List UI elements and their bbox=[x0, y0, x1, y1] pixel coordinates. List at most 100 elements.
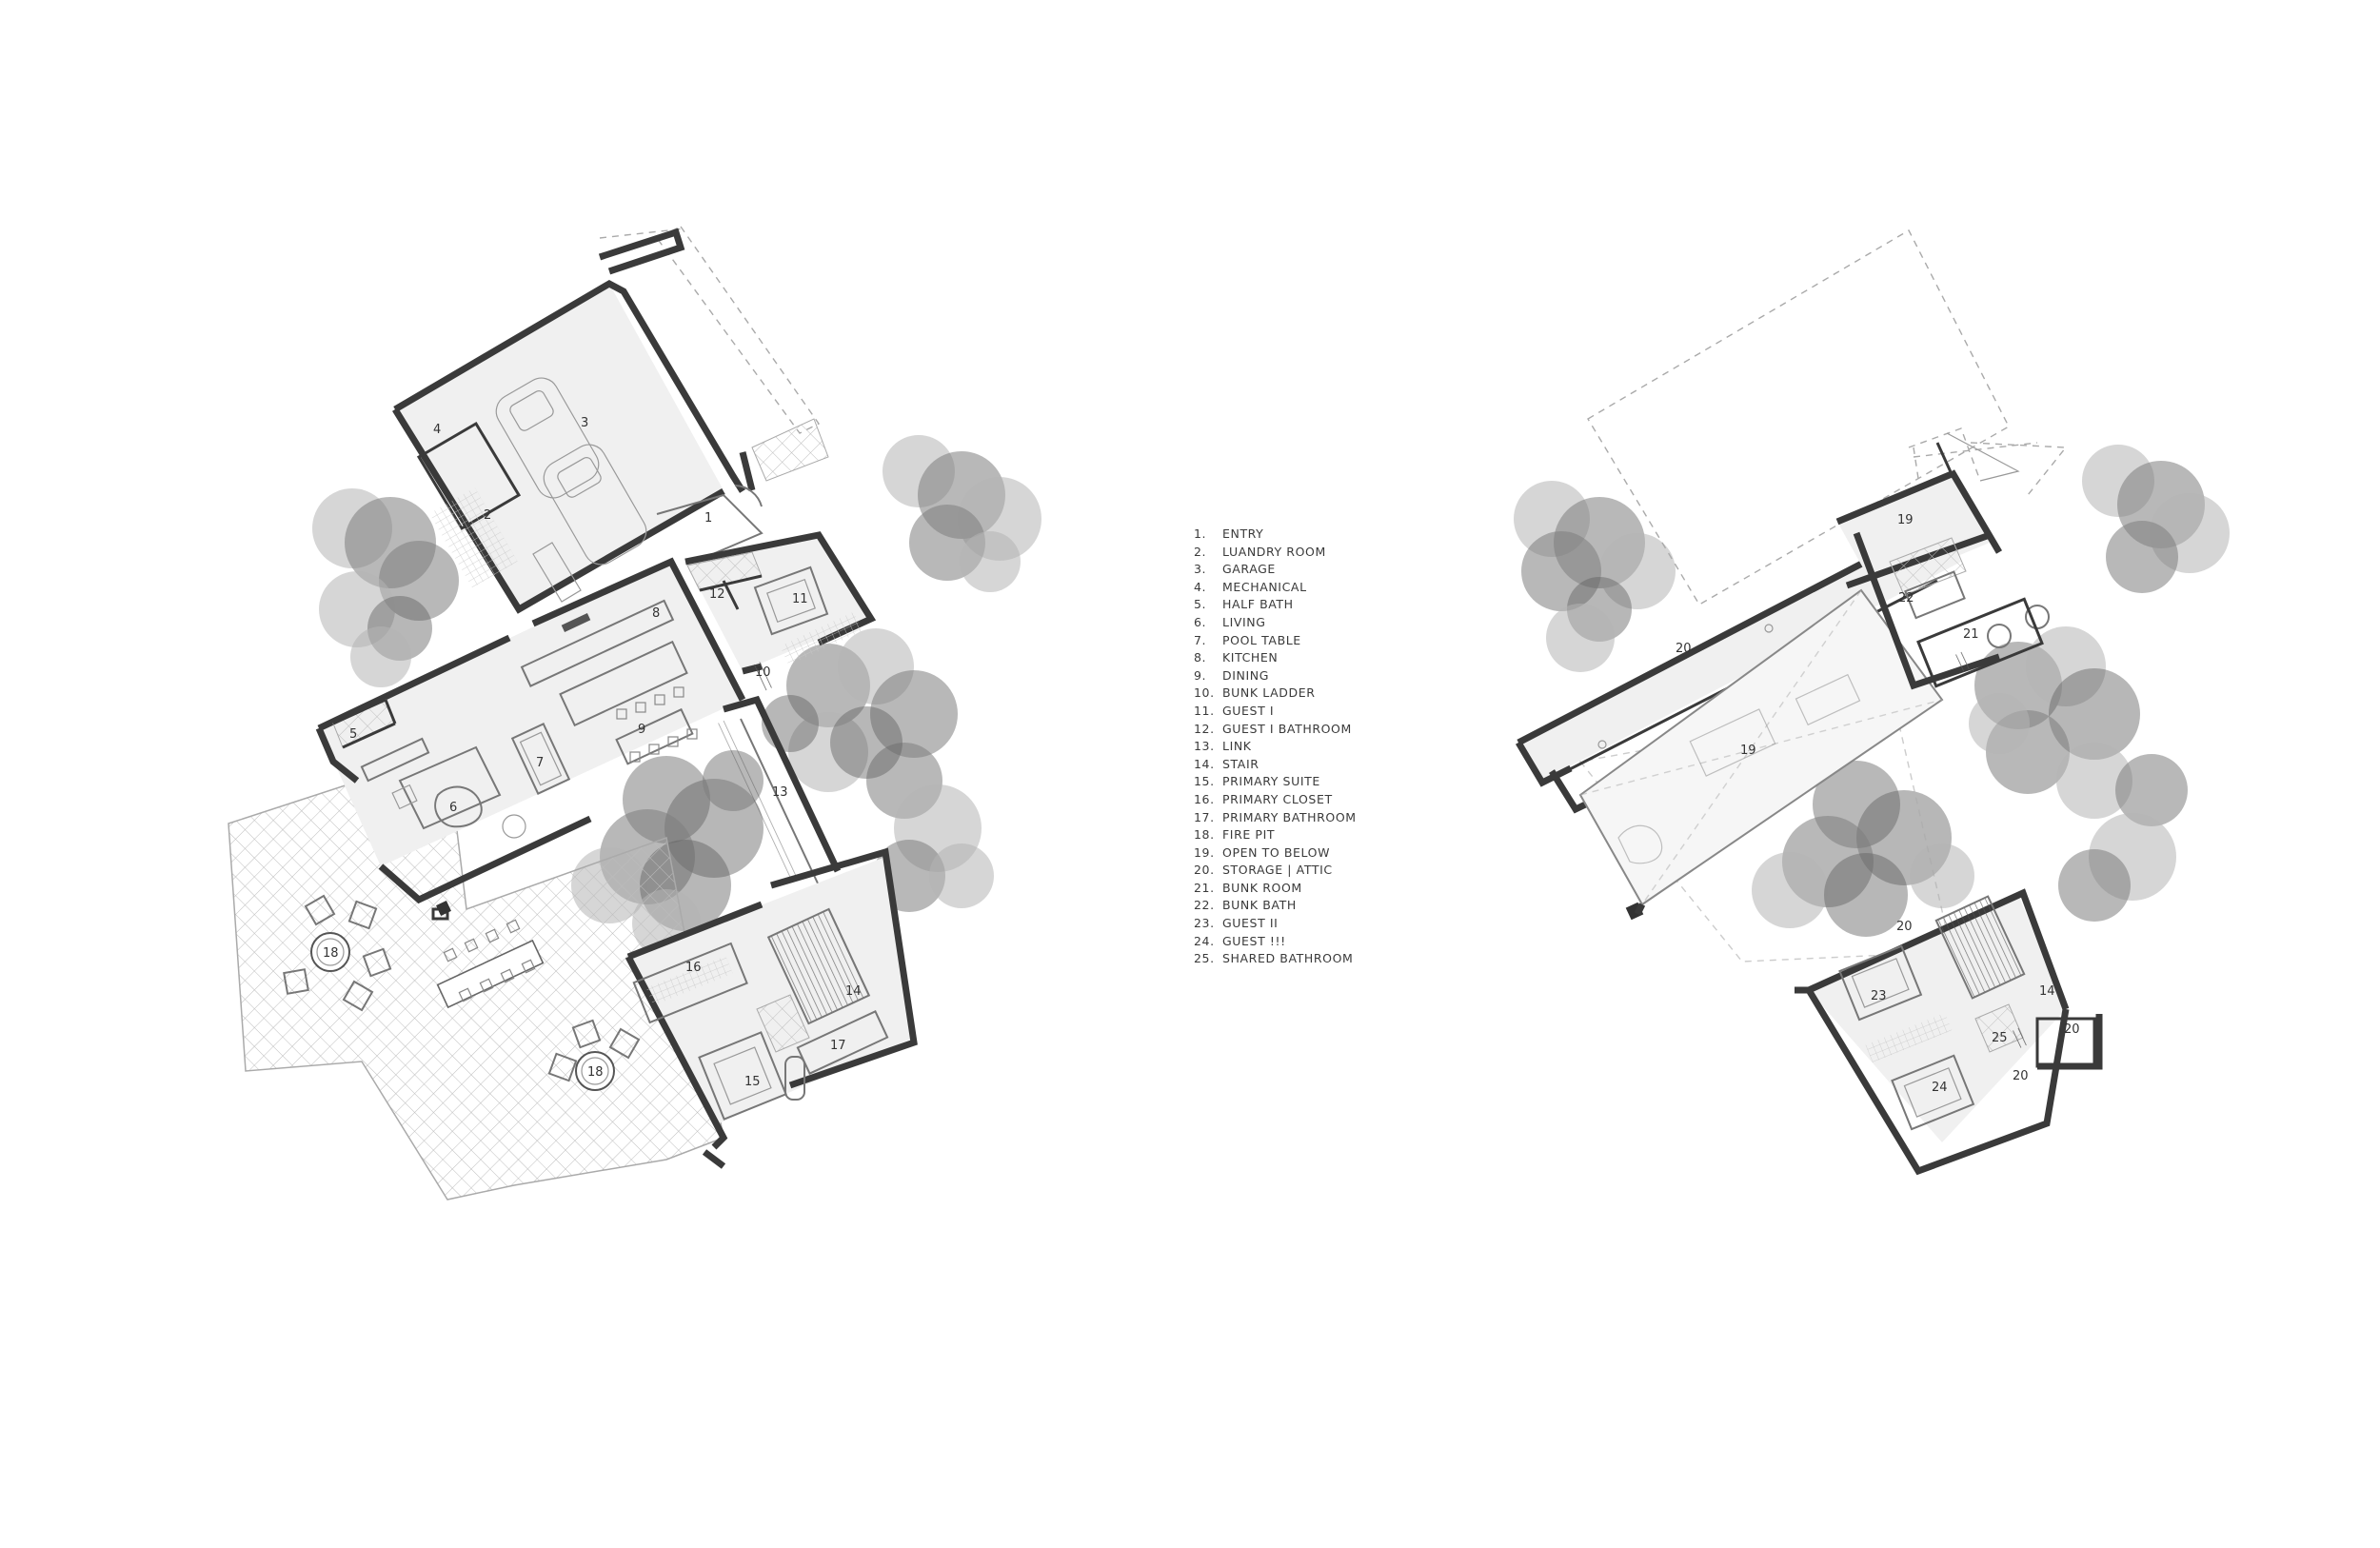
legend-item-label: BUNK ROOM bbox=[1222, 880, 1302, 895]
upper-south-block bbox=[1795, 888, 2103, 1176]
legend-item: 10.BUNK LADDER bbox=[1194, 685, 1357, 703]
room-tag-bunk-ladder: 10 bbox=[755, 665, 771, 680]
trees-ground-floor bbox=[312, 435, 1041, 958]
trees-upper-floor bbox=[1514, 445, 2230, 937]
legend-item-number: 22. bbox=[1194, 898, 1215, 913]
legend-item: 9. DINING bbox=[1194, 667, 1357, 685]
legend-item: 1. ENTRY bbox=[1194, 526, 1357, 544]
legend-item: 11. GUEST I bbox=[1194, 703, 1357, 721]
room-tag-laundry: 2 bbox=[484, 508, 491, 523]
legend-item-number: 2. bbox=[1194, 544, 1207, 559]
legend-item: 23.GUEST II bbox=[1194, 915, 1357, 933]
legend-item-label: KITCHEN bbox=[1222, 650, 1279, 665]
upper-floor-plan: 19 19 20 20 20 20 21 22 23 24 25 14 bbox=[1514, 229, 2230, 1176]
room-tag-upper-stair: 14 bbox=[2039, 984, 2055, 999]
legend-item-label: ENTRY bbox=[1222, 526, 1264, 541]
legend-item-number: 11. bbox=[1194, 703, 1215, 718]
legend-item: 7. POOL TABLE bbox=[1194, 632, 1357, 650]
legend-item-label: DINING bbox=[1222, 667, 1269, 683]
room-tag-bunk-room: 21 bbox=[1963, 627, 1979, 642]
terrace-furniture bbox=[283, 894, 641, 1091]
legend-item-number: 9. bbox=[1194, 667, 1207, 683]
legend-item: 21. BUNK ROOM bbox=[1194, 880, 1357, 898]
legend-item: 4.MECHANICAL bbox=[1194, 579, 1357, 597]
legend-item: 19. OPEN TO BELOW bbox=[1194, 844, 1357, 863]
room-tag-storage-d: 20 bbox=[2013, 1069, 2029, 1083]
legend-item-number: 25. bbox=[1194, 951, 1215, 966]
legend-item-label: STAIR bbox=[1222, 756, 1259, 771]
room-tag-storage-c: 20 bbox=[2064, 1022, 2080, 1037]
upper-floor-room-numbers: 19 19 20 20 20 20 21 22 23 24 25 14 bbox=[1676, 513, 2080, 1095]
legend-item-label: POOL TABLE bbox=[1222, 632, 1301, 647]
legend-item: 20.STORAGE | ATTIC bbox=[1194, 862, 1357, 880]
room-tag-stair: 14 bbox=[845, 984, 862, 999]
room-tag-living: 6 bbox=[449, 801, 457, 815]
legend-item-label: HALF BATH bbox=[1222, 597, 1294, 612]
legend-item: 15.PRIMARY SUITE bbox=[1194, 773, 1357, 791]
legend-item-number: 23. bbox=[1194, 916, 1215, 931]
legend-item-label: BUNK BATH bbox=[1222, 898, 1297, 913]
legend-item-label: FIRE PIT bbox=[1222, 827, 1276, 843]
legend-item: 25. SHARED BATHROOM bbox=[1194, 950, 1357, 968]
legend-item-number: 14. bbox=[1194, 756, 1215, 771]
guest-i-wing bbox=[684, 531, 877, 692]
legend-item-label: LIVING bbox=[1222, 614, 1266, 629]
room-tag-bunk-bath: 22 bbox=[1898, 591, 1914, 605]
legend-item-label: GUEST I bbox=[1222, 703, 1275, 718]
room-tag-mechanical: 4 bbox=[433, 423, 441, 437]
legend-item: 14. STAIR bbox=[1194, 756, 1357, 774]
legend-item-number: 17. bbox=[1194, 809, 1215, 824]
legend-item-label: LUANDRY ROOM bbox=[1222, 544, 1326, 559]
legend-item-number: 18. bbox=[1194, 827, 1215, 843]
legend-item-label: GUEST !!! bbox=[1222, 933, 1286, 948]
legend-item-number: 19. bbox=[1194, 844, 1215, 860]
room-tag-open-below-a: 19 bbox=[1897, 513, 1914, 527]
room-tag-guest-i: 11 bbox=[792, 592, 808, 606]
room-tag-open-below-b: 19 bbox=[1740, 744, 1756, 758]
legend-item: 12.GUEST I BATHROOM bbox=[1194, 721, 1357, 739]
legend-item-number: 16. bbox=[1194, 791, 1215, 806]
legend-item: 5. HALF BATH bbox=[1194, 596, 1357, 614]
room-tag-fire-pit-a: 18 bbox=[323, 946, 339, 961]
room-tag-primary-closet: 16 bbox=[685, 961, 702, 975]
room-tag-guest-iii: 24 bbox=[1932, 1081, 1948, 1095]
legend-item-number: 8. bbox=[1194, 650, 1207, 665]
legend-item-label: PRIMARY BATHROOM bbox=[1222, 809, 1357, 824]
legend-item-label: GARAGE bbox=[1222, 562, 1276, 577]
room-tag-shared-bath: 25 bbox=[1992, 1031, 2008, 1045]
legend-item: 18. FIRE PIT bbox=[1194, 826, 1357, 844]
room-tag-garage: 3 bbox=[581, 416, 588, 430]
legend-item-number: 7. bbox=[1194, 632, 1207, 647]
legend-item: 24.GUEST !!! bbox=[1194, 933, 1357, 951]
room-tag-guest-i-bath: 12 bbox=[709, 587, 725, 602]
ground-floor-plan: 1 2 3 4 5 6 7 8 9 10 11 12 13 14 15 16 1… bbox=[228, 226, 1041, 1201]
room-tag-guest-ii: 23 bbox=[1871, 989, 1887, 1003]
legend-item-number: 1. bbox=[1194, 526, 1207, 541]
legend-item-number: 10. bbox=[1194, 685, 1215, 701]
link-corridor bbox=[716, 695, 842, 886]
room-tag-half-bath: 5 bbox=[349, 727, 357, 742]
legend-item-number: 15. bbox=[1194, 774, 1215, 789]
room-tag-kitchen: 8 bbox=[652, 606, 660, 621]
room-tag-primary-suite: 15 bbox=[744, 1075, 761, 1089]
legend-item-label: PRIMARY CLOSET bbox=[1222, 791, 1333, 806]
legend-item-number: 5. bbox=[1194, 597, 1207, 612]
room-tag-fire-pit-b: 18 bbox=[587, 1065, 604, 1080]
legend-item-label: SHARED BATHROOM bbox=[1222, 951, 1354, 966]
room-tag-pool-table: 7 bbox=[536, 756, 544, 770]
garage-block bbox=[392, 228, 745, 614]
legend-item-number: 21. bbox=[1194, 880, 1215, 895]
room-tag-primary-bath: 17 bbox=[830, 1039, 846, 1053]
legend-item-label: GUEST I BATHROOM bbox=[1222, 721, 1352, 736]
legend-item-number: 4. bbox=[1194, 579, 1207, 594]
legend-item: 16. PRIMARY CLOSET bbox=[1194, 791, 1357, 809]
legend-item: 8. KITCHEN bbox=[1194, 649, 1357, 667]
upper-north-block bbox=[1835, 427, 2050, 690]
room-tag-storage-b: 20 bbox=[1896, 920, 1913, 934]
legend-item-label: OPEN TO BELOW bbox=[1222, 844, 1331, 860]
legend-item-number: 6. bbox=[1194, 614, 1207, 629]
room-tag-entry: 1 bbox=[704, 511, 712, 526]
legend-item-number: 3. bbox=[1194, 562, 1207, 577]
entry-area bbox=[656, 418, 829, 563]
